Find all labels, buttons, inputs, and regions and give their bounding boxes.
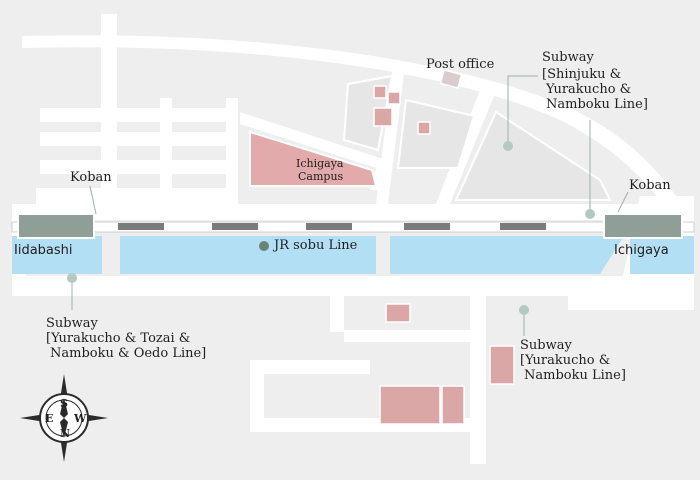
road-row-2: [40, 132, 230, 146]
campus-label-line-2: Campus: [298, 170, 344, 183]
leader-line-subway-top-right: [507, 75, 538, 144]
road-south-right: [568, 296, 694, 310]
compass-e: E: [45, 412, 54, 425]
canal-left: [12, 236, 102, 274]
station-iidabashi: [17, 213, 95, 239]
road-main-bottom: [12, 276, 694, 296]
subway-left-label-1: Subway: [46, 316, 98, 331]
building: [373, 107, 393, 127]
subway-bottom-right-label-2: [Yurakucho &: [520, 353, 611, 368]
road-vertical-left-3: [226, 98, 238, 204]
koban-left-label: Koban: [70, 170, 112, 185]
rail-dash: [212, 223, 258, 230]
road-vertical-left-2: [160, 98, 172, 204]
ichigaya-label: Ichigaya: [614, 243, 669, 258]
road-diagonal-mid: [376, 72, 404, 204]
subway-left-label-2: [Yurakucho & Tozai &: [46, 331, 191, 346]
subway-left-label-3: Namboku & Oedo Line]: [50, 346, 207, 361]
canal-far-right: [630, 236, 694, 274]
rail-dash: [118, 223, 164, 230]
road-south-row-1: [344, 330, 484, 342]
compass-w: W: [74, 412, 87, 425]
road-row-4: [36, 188, 236, 204]
station-ichigaya: [603, 213, 683, 239]
canal: [12, 236, 694, 274]
road-south-vertical-1: [470, 296, 486, 464]
subway-bottom-right-label-1: Subway: [520, 338, 572, 353]
campus-label-line-1: Ichigaya: [296, 157, 344, 170]
subway-marker-bottom-right: [519, 305, 529, 315]
rail-track: [11, 221, 695, 233]
subway-top-right-label-4: Namboku Line]: [546, 97, 648, 112]
building: [387, 91, 401, 105]
jr-line-marker: [259, 241, 269, 251]
road-south-row-2: [250, 360, 370, 374]
subway-top-right-label-2: [Shinjuku &: [542, 67, 622, 82]
road-main-top: [12, 204, 694, 220]
subway-marker-top-right: [503, 141, 513, 151]
road-south-vertical-2: [330, 296, 344, 332]
building: [441, 385, 465, 425]
building: [379, 385, 441, 425]
koban-right-label: Koban: [629, 178, 671, 193]
jr-line-label: JR sobu Line: [274, 238, 358, 253]
building: [489, 345, 515, 385]
building: [373, 85, 387, 99]
building: [417, 121, 431, 135]
subway-marker-ichigaya: [585, 209, 595, 219]
rail-dash: [306, 223, 352, 230]
road-south-left: [250, 360, 264, 432]
buildings: [373, 85, 515, 425]
block-northeast: [454, 110, 612, 201]
block-north-right: [396, 98, 476, 169]
road-row-1: [40, 108, 230, 122]
road-campus-diagonal: [240, 112, 386, 190]
subway-top-right-label-1: Subway: [542, 50, 594, 65]
subway-top-right-label-3: Yurakucho &: [546, 82, 632, 97]
compass-n: N: [60, 427, 71, 440]
iidabashi-label: Iidabashi: [14, 243, 73, 258]
rail-line: [11, 221, 695, 233]
canal-middle: [120, 236, 376, 274]
post-office-label: Post office: [426, 57, 495, 72]
ichigaya-campus: [249, 130, 378, 187]
subway-marker-left: [67, 273, 77, 283]
building: [385, 303, 411, 323]
subway-bottom-right-label-3: Namboku Line]: [524, 368, 626, 383]
compass-s: S: [60, 397, 68, 410]
compass-rose: [20, 374, 108, 462]
rail-dash: [404, 223, 450, 230]
leader-line-koban-right: [617, 191, 629, 213]
canal-right: [390, 236, 624, 274]
city-blocks: [342, 74, 612, 201]
post-office-building: [439, 68, 463, 90]
road-row-3: [40, 160, 230, 174]
rail-dash: [500, 223, 546, 230]
leader-line-koban-left: [89, 185, 97, 215]
